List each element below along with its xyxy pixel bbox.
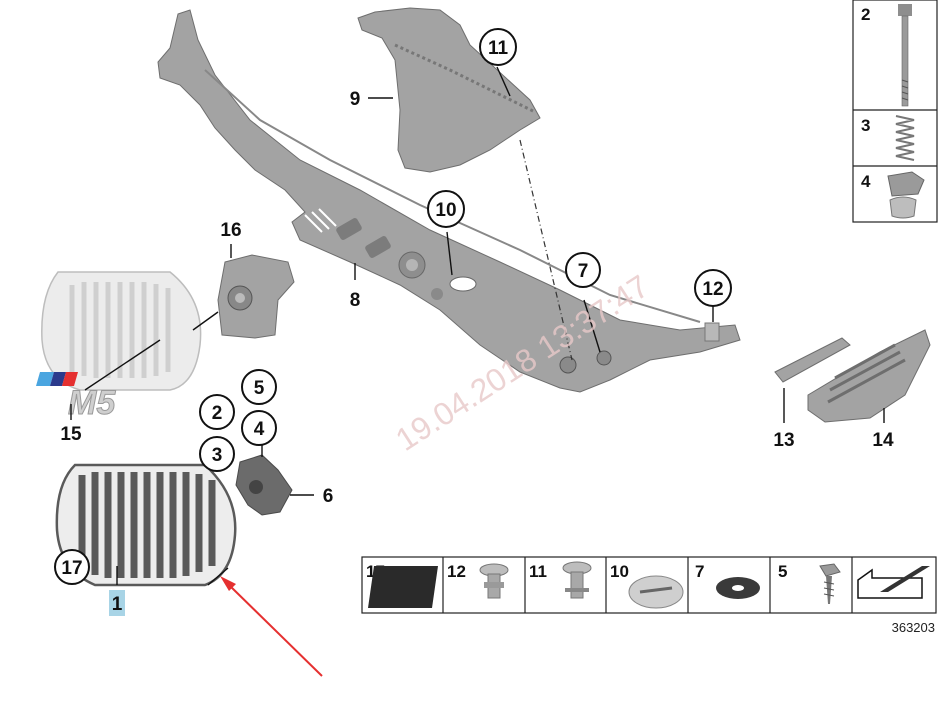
callout-11-label: 11 [488,38,509,59]
bottom-table-11: 11 [529,562,547,581]
callout-10: 10 [427,190,465,228]
callout-3-label: 3 [212,445,223,466]
right-table-4: 4 [861,172,871,191]
callout-7: 7 [565,252,601,288]
part-lower-grille [55,463,237,587]
label-9: 9 [350,89,361,110]
callout-11: 11 [479,28,517,66]
part-14-side-gill [807,329,931,423]
plug-part-10 [628,575,684,609]
bottom-parts-table: 17 12 11 10 7 5 [361,556,937,614]
label-14: 14 [872,430,894,451]
part-12-fastener [704,322,720,342]
callout-17: 17 [54,549,90,585]
part-13-strip [774,337,851,383]
callout-5: 5 [241,369,277,405]
screw-part-5 [819,563,841,604]
foam-pad-part-17 [368,566,438,608]
label-16: 16 [220,220,241,241]
label-1: 1 [112,594,123,615]
right-parts-table: 2 3 4 [852,0,938,223]
label-6: 6 [323,486,334,507]
next-page-arrow-icon[interactable] [857,566,930,599]
part-9-trim-panel [357,7,541,173]
washer-part-7 [716,577,760,599]
bottom-table-12: 12 [447,562,466,581]
callout-12: 12 [694,269,732,307]
callout-3: 3 [199,436,235,472]
part-upper-grille [41,271,202,391]
right-table-2: 2 [861,5,870,24]
callout-12-label: 12 [702,279,723,300]
callout-7-label: 7 [578,261,589,282]
label-1-highlight: 1 [109,590,125,616]
right-table-3: 3 [861,116,870,135]
callout-4: 4 [241,410,277,446]
clip-part-4 [887,171,925,219]
bottom-table-5: 5 [778,562,787,581]
part-6-bracket [235,454,293,516]
bottom-table-10: 10 [610,562,629,581]
callout-2: 2 [199,394,235,430]
callout-4-label: 4 [254,419,265,440]
callout-17-label: 17 [61,558,82,579]
part-8-cowl-panel [157,9,741,393]
label-15: 15 [60,424,82,445]
bolt-part-2 [898,4,912,107]
leaders [70,66,885,586]
m5-badge-letters: M5 [68,384,116,422]
label-8: 8 [350,290,361,311]
callout-2-label: 2 [212,403,223,424]
callout-10-label: 10 [435,200,456,221]
label-13: 13 [773,430,794,451]
m5-badge: M5 [36,372,117,423]
bottom-table-7: 7 [695,562,704,581]
callout-5-label: 5 [254,378,265,399]
assembly-line-7 [583,299,601,353]
part-16-bracket [217,254,295,339]
push-clip-part-12 [479,563,509,599]
clip-part-11 [562,561,592,599]
spring-part-3 [895,115,915,161]
diagram-reference-number: 363203 [892,620,935,635]
red-arrow [220,576,323,677]
assembly-line-11 [519,139,573,361]
